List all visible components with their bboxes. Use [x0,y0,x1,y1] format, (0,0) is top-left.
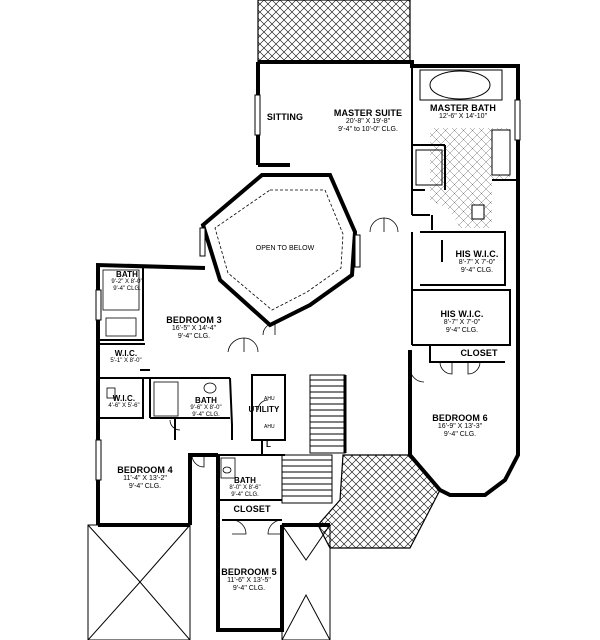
room-dims: 16'-9" X 13'-3" [437,423,483,431]
room-name: BATH [115,270,139,279]
room-name: CLOSET [460,348,498,358]
room-dims: 8'-0" X 8'-6" [229,485,261,492]
exterior-walls [96,60,520,632]
room-utility: UTILITY [244,405,284,414]
ahu-label-1: AHU [264,396,275,402]
room-ceiling: 9'-4" CLG. [177,332,211,340]
room-dims: 20'-8" X 19'-8" [345,118,391,126]
room-bedroom-4: BEDROOM 4 11'-4" X 13'-2" 9'-4" CLG. [108,465,182,490]
windows [95,94,521,481]
room-name: SITTING [266,112,304,122]
room-open-to-below: OPEN TO BELOW [240,245,330,252]
top-balcony [257,0,411,63]
room-name: BEDROOM 4 [117,465,173,475]
room-dims: 11'-6" X 13'-5" [227,577,271,585]
room-bedroom-5: BEDROOM 5 11'-6" X 13'-5" 9'-4" CLG. [208,567,290,592]
room-dims: 12'-6" X 14'-10" [438,113,488,121]
room-bath-2: BATH 9'-6" X 8'-0" 9'-4" CLG. [183,396,229,418]
room-name: CLOSET [233,504,271,514]
room-name: BATH [233,476,257,485]
room-his-wic-1: HIS W.I.C. 8'-7" X 7'-0" 9'-4" CLG. [446,249,508,274]
room-his-wic-2: HIS W.I.C. 8'-7" X 7'-0" 9'-4" CLG. [420,309,504,334]
room-name: BATH [194,396,218,405]
room-name: BEDROOM 3 [166,315,222,325]
master-bath-fixtures [415,69,511,220]
room-ceiling: 9'-4" CLG. [113,285,141,292]
room-dims: 9'-2" X 8'-0" [111,279,143,286]
room-name: OPEN TO BELOW [255,245,315,252]
room-name: MASTER BATH [430,103,496,113]
room-ceiling: 9'-4" CLG. [192,411,220,418]
room-name: BEDROOM 5 [221,567,277,577]
room-closet-1: CLOSET [452,348,506,358]
room-ceiling: 9'-4" CLG. [445,326,479,334]
room-dims: 16'-5" X 14'-4" [171,325,217,333]
room-name: HIS W.I.C. [455,249,499,259]
bath-fixtures [102,269,236,479]
room-bath-1: BATH 9'-2" X 8'-0" 9'-4" CLG. [104,270,150,292]
room-dims: 8'-7" X 7'-0" [458,259,496,267]
open-to-below-shape [200,173,358,328]
room-name: UTILITY [248,405,280,414]
room-ceiling: 9'-4" CLG. [460,266,494,274]
room-master-suite: MASTER SUITE 20'-8" X 19'-8" 9'-4" to 10… [308,108,428,133]
room-closet-2: CLOSET [226,504,278,514]
room-ceiling: 9'-4" CLG. [443,430,477,438]
room-ceiling: 9'-4" to 10'-0" CLG. [338,125,398,133]
room-name: MASTER SUITE [333,108,403,118]
room-sitting: SITTING [262,112,308,122]
room-bedroom-6: BEDROOM 6 16'-9" X 13'-3" 9'-4" CLG. [422,413,498,438]
room-name: BEDROOM 6 [432,413,488,423]
room-dims: 5'-1" X 8'-0" [110,358,142,365]
room-bedroom-3: BEDROOM 3 16'-5" X 14'-4" 9'-4" CLG. [158,315,230,340]
linen-label: L [266,440,271,449]
ahu-label-2: AHU [264,424,275,430]
roof-left [87,524,191,640]
room-dims: 9'-6" X 8'-0" [190,405,222,412]
room-dims: 4'-6" X 5'-6" [108,403,140,410]
room-dims: 11'-4" X 13'-2" [123,475,167,483]
room-wic-2: W.I.C. 4'-6" X 5'-6" [102,394,146,410]
room-wic-1: W.I.C. 5'-1" X 8'-0" [103,349,149,365]
room-dims: 8'-7" X 7'-0" [443,319,481,327]
room-ceiling: 9'-4" CLG. [231,491,259,498]
doors [169,217,481,535]
room-bath-3: BATH 8'-0" X 8'-6" 9'-4" CLG. [222,476,268,498]
room-name: HIS W.I.C. [440,309,484,319]
room-name: W.I.C. [114,349,138,358]
master-bath-floor [430,128,510,228]
room-master-bath: MASTER BATH 12'-6" X 14'-10" [420,103,506,121]
staircase [281,374,347,504]
room-name: W.I.C. [112,394,136,403]
room-ceiling: 9'-4" CLG. [232,584,266,592]
room-ceiling: 9'-4" CLG. [128,482,162,490]
